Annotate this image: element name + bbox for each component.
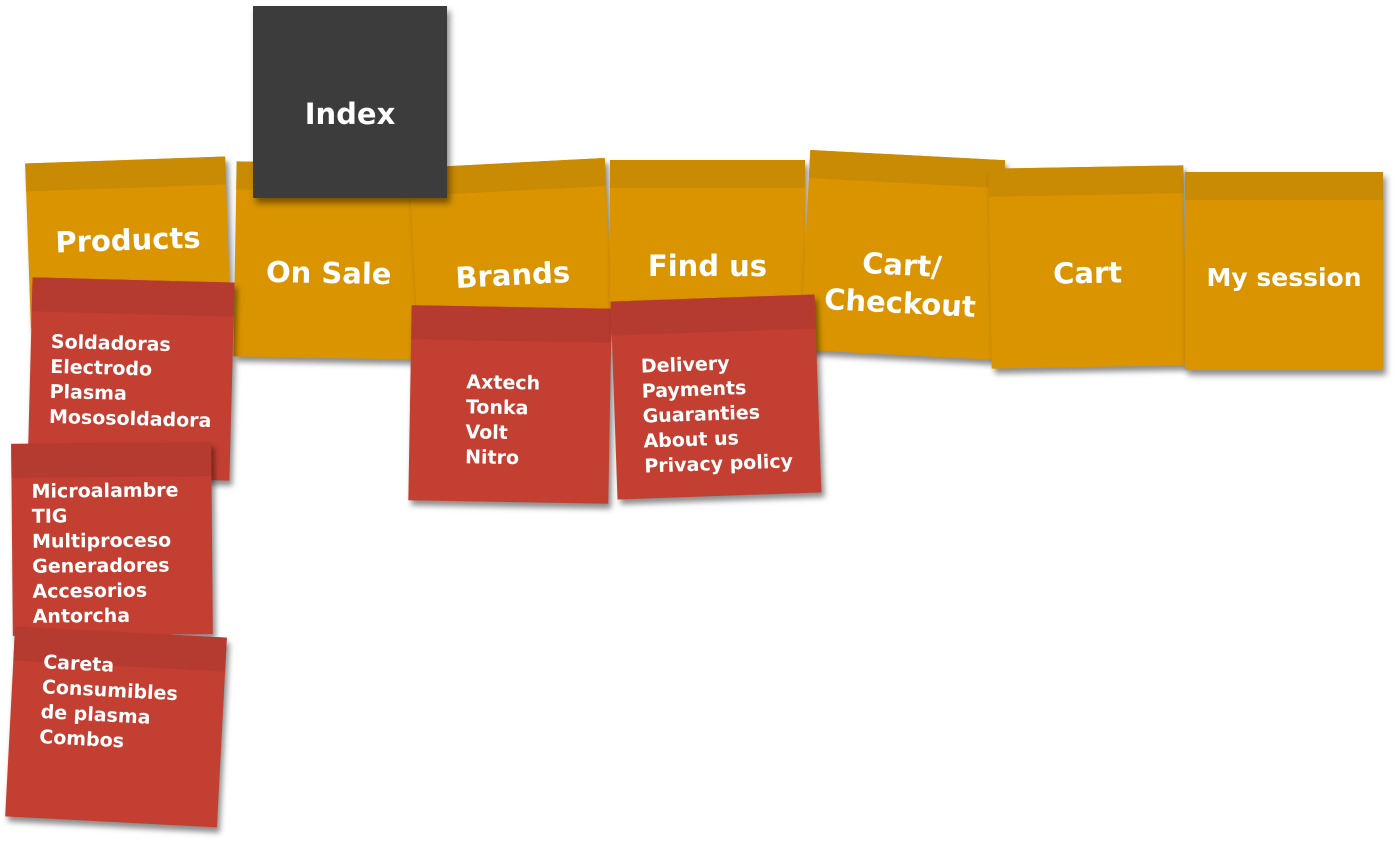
nav-label-cart: Cart (1052, 255, 1123, 291)
nav-note-index[interactable]: Index (253, 6, 447, 198)
list-item[interactable]: Axtech (466, 371, 541, 395)
nav-label-products: Products (54, 220, 202, 260)
list-item[interactable]: TIG (31, 505, 68, 528)
nav-label-on-sale: On Sale (265, 254, 392, 292)
find-us-list: Delivery Payments Guaranties About us Pr… (640, 349, 794, 479)
list-item[interactable]: Microalambre (31, 479, 179, 503)
brands-subnote: Axtech Tonka Volt Nitro (408, 305, 612, 504)
list-item[interactable]: Multiproceso (31, 529, 172, 553)
nav-note-cart-checkout[interactable]: Cart/ Checkout (799, 150, 1006, 360)
list-item[interactable]: Accesorios (32, 579, 148, 603)
nav-label-index: Index (304, 97, 396, 131)
list-item[interactable]: Nitro (464, 446, 520, 470)
products-list-2: Microalambre TIG Multiproceso Generadore… (31, 478, 179, 629)
nav-note-my-session[interactable]: My session (1185, 172, 1383, 370)
products-subnote-3: Careta Consumibles de plasma Combos (5, 626, 227, 828)
products-list-3: Careta Consumibles de plasma Combos (39, 650, 180, 757)
list-item[interactable]: Generadores (32, 554, 170, 578)
nav-label-find-us: Find us (647, 249, 768, 283)
find-us-subnote: Delivery Payments Guaranties About us Pr… (610, 294, 822, 500)
nav-note-cart[interactable]: Cart (988, 165, 1187, 369)
list-item[interactable]: Tonka (465, 396, 529, 420)
list-item[interactable]: Privacy policy (643, 450, 794, 478)
nav-label-brands: Brands (454, 254, 571, 295)
list-item[interactable]: Antorcha (32, 604, 131, 628)
brands-list: Axtech Tonka Volt Nitro (465, 370, 540, 471)
list-item[interactable]: Volt (465, 421, 509, 444)
nav-label-my-session: My session (1206, 263, 1362, 292)
nav-note-find-us[interactable]: Find us (610, 160, 805, 320)
nav-label-cart-checkout-2: Checkout (823, 281, 977, 324)
list-item[interactable]: Mososoldadora (48, 405, 212, 433)
products-list-1: Soldadoras Electrodo Plasma Mososoldador… (49, 330, 214, 434)
products-subnote-2: Microalambre TIG Multiproceso Generadore… (11, 442, 213, 636)
